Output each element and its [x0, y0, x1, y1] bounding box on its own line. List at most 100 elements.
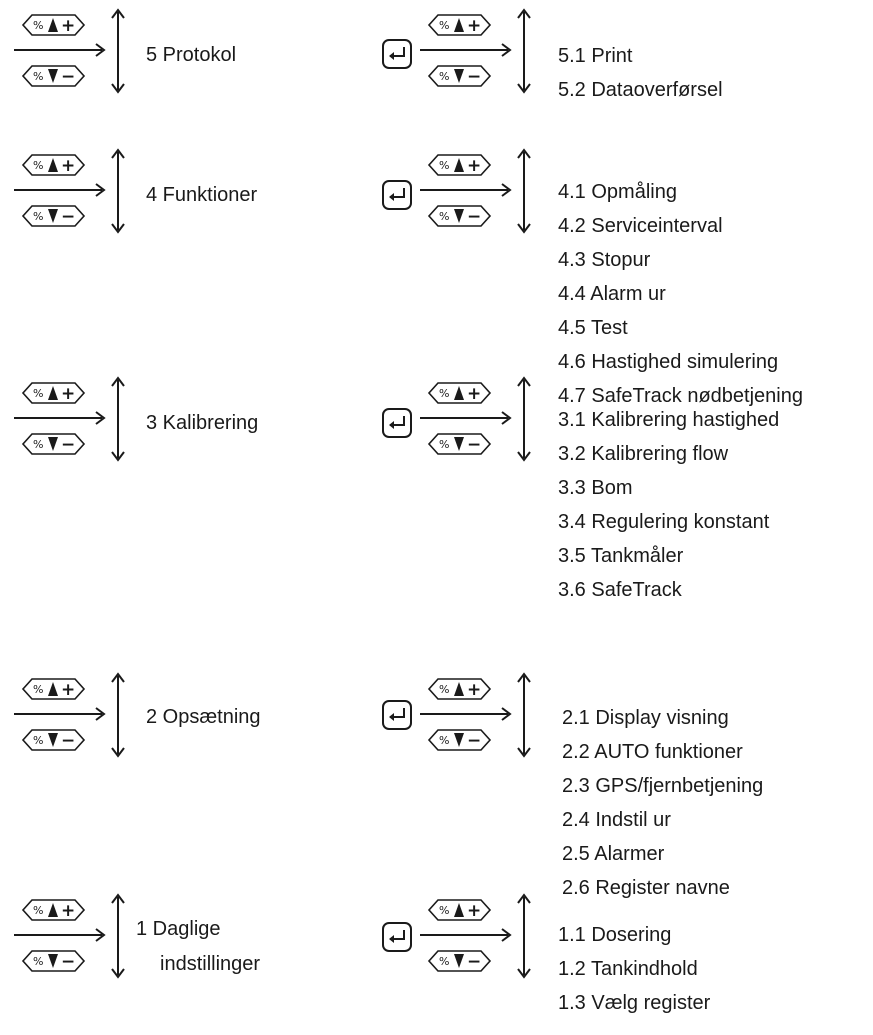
percent-icon: %: [33, 70, 43, 83]
enter-button[interactable]: [382, 180, 412, 210]
submenu-4: 4.1 Opmåling 4.2 Serviceinterval 4.3 Sto…: [558, 175, 803, 413]
enter-button[interactable]: [382, 922, 412, 952]
submenu-item: 4.6 Hastighed simulering: [558, 351, 779, 373]
percent-icon: %: [33, 387, 43, 400]
arrow-up-icon: [111, 376, 125, 387]
arrow-down-icon: [517, 747, 531, 758]
main-nav-5: %+%−: [14, 0, 144, 104]
percent-icon: %: [439, 159, 449, 172]
triangle-down-icon: [48, 437, 58, 451]
triangle-down-icon: [48, 209, 58, 223]
enter-arrowhead-icon: [389, 713, 394, 721]
enter-arrowhead-icon: [389, 193, 394, 201]
percent-icon: %: [33, 19, 43, 32]
down-key[interactable]: %−: [427, 65, 492, 87]
main-nav-3: %+%−: [14, 368, 144, 472]
sub-nav-1: %+%−: [420, 885, 550, 989]
plus-icon: +: [467, 901, 481, 921]
arrow-right-icon: [95, 928, 106, 942]
down-key[interactable]: %−: [21, 950, 86, 972]
arrow-right-icon: [501, 411, 512, 425]
up-key[interactable]: %+: [427, 154, 492, 176]
up-key[interactable]: %+: [21, 678, 86, 700]
percent-icon: %: [439, 683, 449, 696]
enter-button[interactable]: [382, 408, 412, 438]
menu-label-4: 4 Funktioner: [146, 184, 258, 206]
submenu-item: 4.2 Serviceinterval: [558, 215, 723, 237]
enter-icon: [390, 188, 405, 198]
sub-nav-4: %+ %−: [420, 140, 550, 244]
down-key[interactable]: %−: [427, 729, 492, 751]
triangle-up-icon: [454, 158, 464, 172]
percent-icon: %: [33, 734, 43, 747]
triangle-down-icon: [454, 69, 464, 83]
plus-icon: +: [467, 16, 481, 36]
enter-arrowhead-icon: [389, 421, 394, 429]
main-nav-2: %+%−: [14, 664, 144, 768]
down-key[interactable]: %−: [21, 729, 86, 751]
down-key[interactable]: %−: [21, 65, 86, 87]
submenu-item: 5.1 Print: [558, 45, 633, 67]
percent-icon: %: [439, 904, 449, 917]
submenu-item: 3.4 Regulering konstant: [558, 511, 770, 533]
submenu-item: 5.2 Dataoverførsel: [558, 79, 723, 101]
sub-nav-3: %+ %−: [420, 368, 550, 472]
submenu-item: 3.2 Kalibrering flow: [558, 443, 729, 465]
arrow-down-icon: [517, 968, 531, 979]
down-key[interactable]: %−: [21, 433, 86, 455]
submenu-item: 4.7 SafeTrack nødbetjening: [558, 385, 803, 407]
arrow-up-icon: [517, 8, 531, 19]
down-key[interactable]: %−: [427, 950, 492, 972]
enter-button[interactable]: [382, 700, 412, 730]
up-key[interactable]: %+: [21, 899, 86, 921]
arrow-up-icon: [517, 893, 531, 904]
enter-icon: [390, 416, 405, 426]
submenu-item: 3.1 Kalibrering hastighed: [558, 409, 780, 431]
arrow-up-icon: [517, 376, 531, 387]
submenu-item: 1.3 Vælg register: [558, 992, 711, 1014]
up-key[interactable]: %+: [427, 899, 492, 921]
main-nav-1: %+ %−: [14, 885, 144, 989]
minus-icon: −: [467, 731, 481, 751]
plus-icon: +: [61, 384, 75, 404]
arrow-down-icon: [517, 223, 531, 234]
arrow-down-icon: [517, 83, 531, 94]
submenu-3: 3.1 Kalibrering hastighed 3.2 Kalibrerin…: [558, 403, 779, 607]
submenu-item: 1.1 Dosering: [558, 924, 672, 946]
percent-icon: %: [33, 210, 43, 223]
arrow-right-icon: [95, 183, 106, 197]
minus-icon: −: [61, 67, 75, 87]
submenu-item: 2.2 AUTO funktioner: [562, 741, 743, 763]
submenu-item: 2.6 Register navne: [562, 877, 730, 899]
up-key[interactable]: %+: [427, 678, 492, 700]
menu-label-2: 2 Opsætning: [146, 706, 261, 728]
triangle-down-icon: [48, 69, 58, 83]
enter-button[interactable]: [382, 39, 412, 69]
triangle-up-icon: [48, 18, 58, 32]
up-key[interactable]: %+: [427, 14, 492, 36]
arrow-down-icon: [517, 451, 531, 462]
arrow-up-icon: [111, 148, 125, 159]
menu-label-3: 3 Kalibrering: [146, 412, 259, 434]
down-key[interactable]: %−: [427, 205, 492, 227]
submenu-item: 2.5 Alarmer: [562, 843, 665, 865]
up-key[interactable]: %+: [427, 382, 492, 404]
plus-icon: +: [467, 680, 481, 700]
plus-icon: +: [61, 901, 75, 921]
arrow-up-icon: [517, 148, 531, 159]
up-key[interactable]: %+: [21, 382, 86, 404]
percent-icon: %: [439, 19, 449, 32]
up-key[interactable]: %+: [21, 14, 86, 36]
plus-icon: +: [61, 156, 75, 176]
up-key[interactable]: %+: [21, 154, 86, 176]
enter-arrowhead-icon: [389, 52, 394, 60]
menu-label-1-line1: 1 Daglige: [136, 918, 221, 940]
percent-icon: %: [33, 159, 43, 172]
plus-icon: +: [467, 384, 481, 404]
arrow-up-icon: [517, 672, 531, 683]
down-key[interactable]: %−: [427, 433, 492, 455]
main-nav-4: %+%−: [14, 140, 144, 244]
plus-icon: +: [61, 680, 75, 700]
percent-icon: %: [439, 70, 449, 83]
down-key[interactable]: %−: [21, 205, 86, 227]
